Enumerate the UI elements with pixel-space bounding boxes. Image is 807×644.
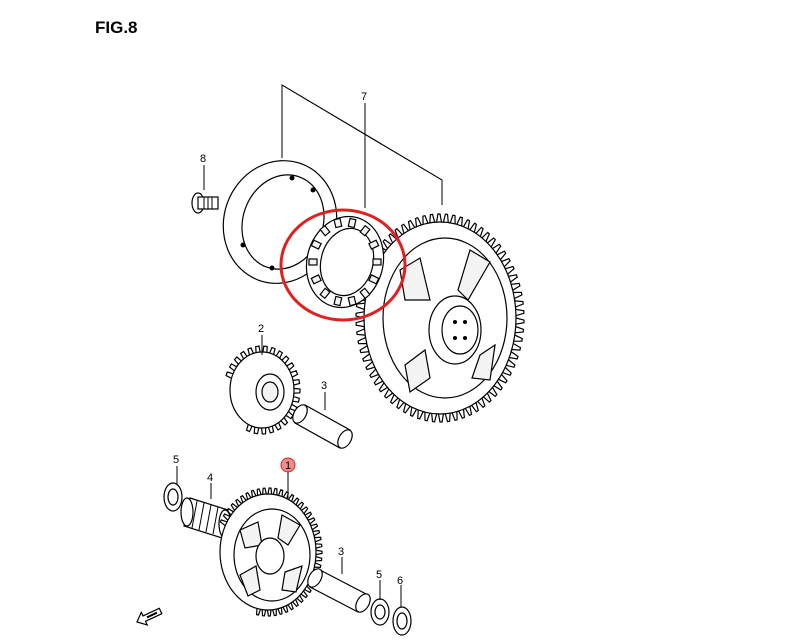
callout-7: 7 xyxy=(361,91,367,103)
callout-3-upper: 3 xyxy=(321,380,327,392)
needle-bearing xyxy=(180,497,232,539)
callout-5-right: 5 xyxy=(376,569,382,581)
clutch-sprag xyxy=(359,224,371,237)
clutch-sprag xyxy=(308,258,318,266)
callout-8: 8 xyxy=(200,153,206,165)
callout-3-lower: 3 xyxy=(338,546,344,558)
clutch-sprag xyxy=(347,217,357,229)
callout-marker-1[interactable] xyxy=(280,457,296,473)
clutch-sprag xyxy=(333,217,343,229)
clutch-sprag xyxy=(310,274,322,285)
clutch-sprag xyxy=(368,274,380,285)
clutch-sprag xyxy=(319,224,331,237)
clutch-sprag xyxy=(319,287,331,300)
figure-title: FIG.8 xyxy=(95,18,138,37)
washer-left xyxy=(163,482,183,512)
idle-gear xyxy=(225,345,301,435)
highlight-circle xyxy=(279,208,407,322)
large-driven-gear xyxy=(355,213,525,423)
front-direction-arrow-icon xyxy=(136,607,163,626)
callout-1: 1 xyxy=(285,460,291,472)
shaft-lower xyxy=(307,568,371,613)
callout-4: 4 xyxy=(207,472,213,484)
shaft-upper xyxy=(292,404,353,449)
starter-gear-lower xyxy=(219,487,323,617)
callout-2: 2 xyxy=(258,323,264,335)
clutch-sprag xyxy=(333,295,343,307)
callout-5-left: 5 xyxy=(173,454,179,466)
clutch-sprags xyxy=(308,217,382,307)
clutch-sprag xyxy=(347,295,357,307)
bolt xyxy=(191,192,219,214)
clutch-sprag xyxy=(310,239,322,250)
callout-leaders xyxy=(176,165,402,607)
washer-right xyxy=(370,598,390,626)
clutch-sprag xyxy=(372,258,382,266)
clutch-sprag xyxy=(368,239,380,250)
one-way-clutch xyxy=(305,215,385,309)
shim-washer xyxy=(392,606,412,636)
clutch-sprag xyxy=(359,287,371,300)
leader-lines-7 xyxy=(281,84,443,208)
callout-6: 6 xyxy=(397,575,403,587)
